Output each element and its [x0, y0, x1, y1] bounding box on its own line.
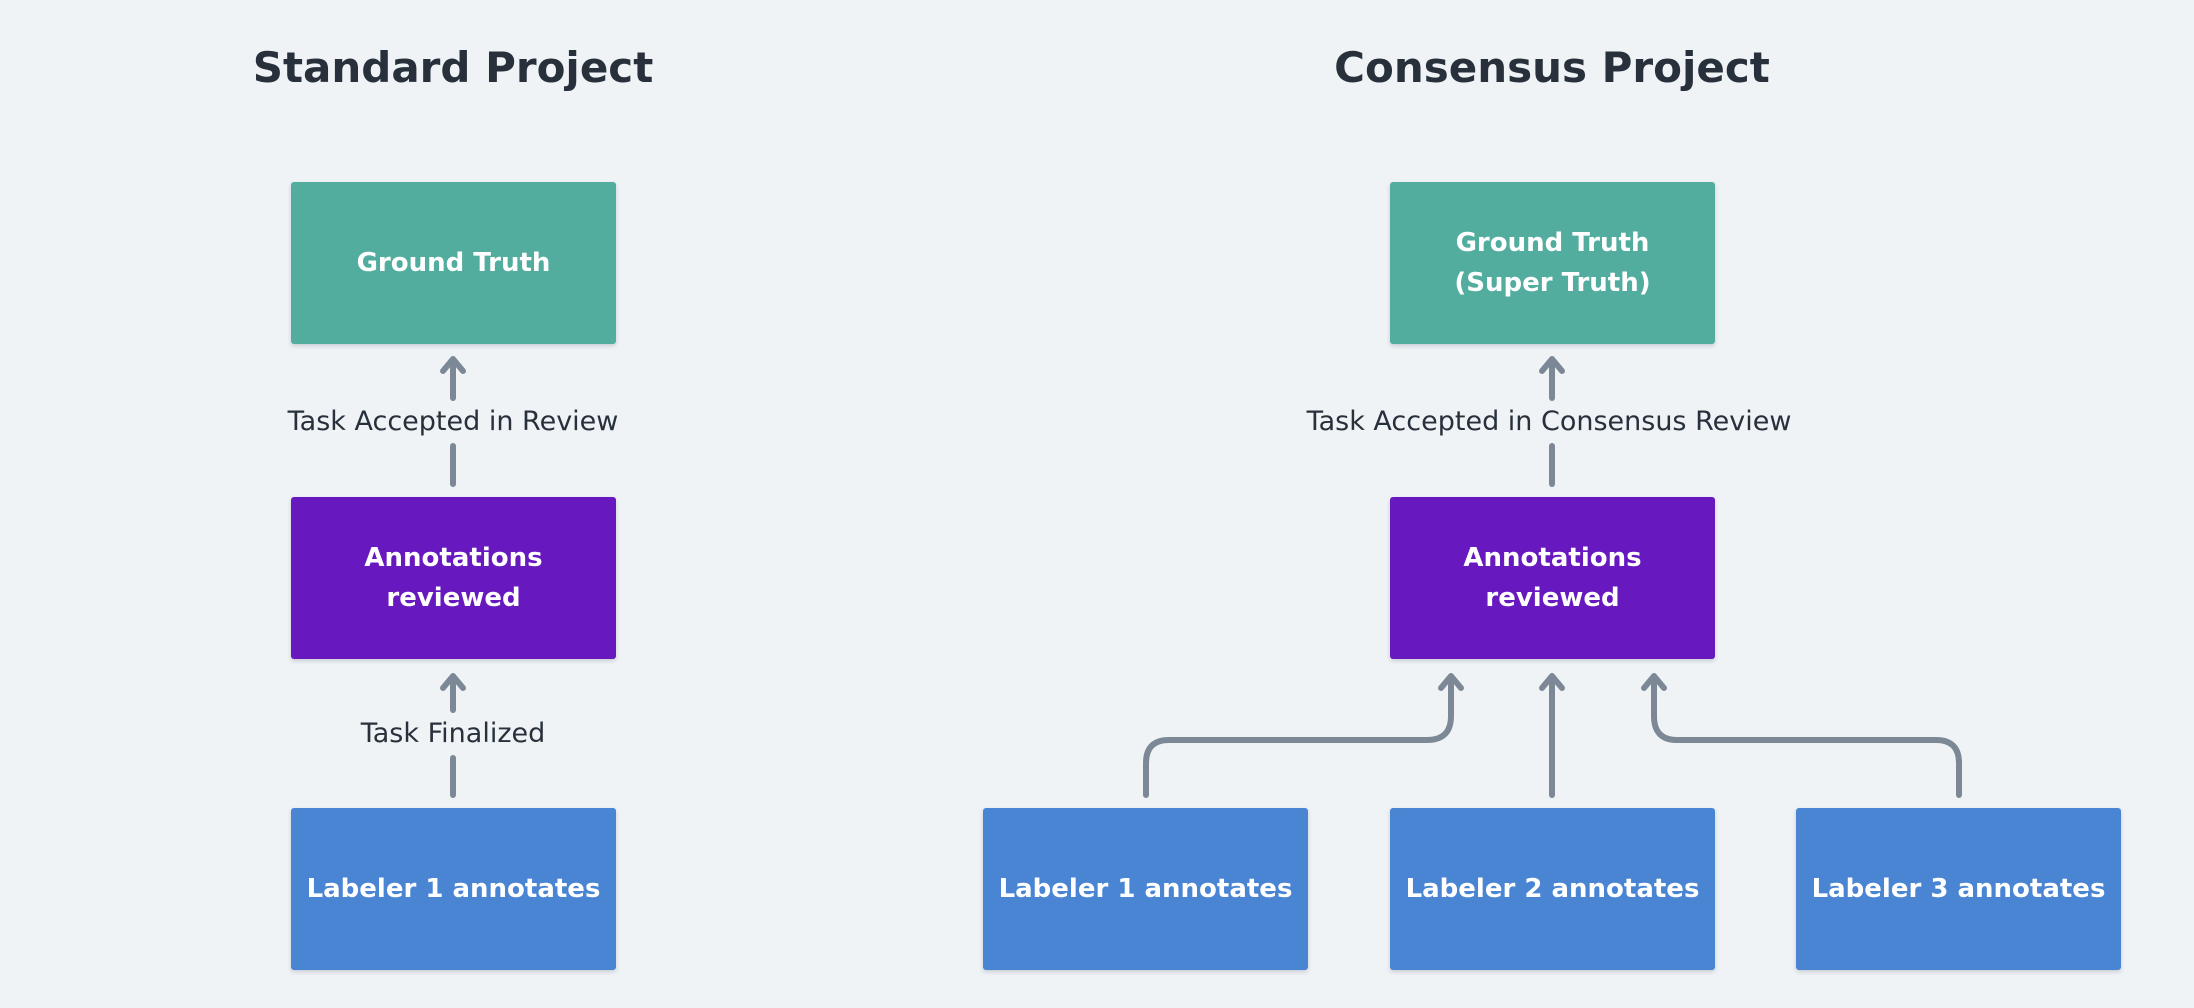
consensus-labeler-1-box: Labeler 1 annotates: [983, 808, 1308, 970]
consensus-ground-truth-box: Ground Truth (Super Truth): [1390, 182, 1715, 344]
standard-edge-label-review: Task Accepted in Review: [287, 406, 619, 437]
standard-project-title: Standard Project: [252, 43, 654, 92]
consensus-annotations-box: Annotations reviewed: [1390, 497, 1715, 659]
consensus-edge-label-review: Task Accepted in Consensus Review: [1306, 406, 1792, 437]
standard-labeler-1-box: Labeler 1 annotates: [291, 808, 616, 970]
standard-ground-truth-box: Ground Truth: [291, 182, 616, 344]
arrow-consensus-labeler3: [1651, 677, 1962, 798]
arrow-consensus-labeler2-head: [1539, 673, 1565, 691]
consensus-project-title: Consensus Project: [1334, 43, 1770, 92]
arrow-consensus-labeler3-head: [1641, 673, 1667, 691]
standard-edge-label-finalized: Task Finalized: [360, 718, 546, 749]
standard-annotations-box: Annotations reviewed: [291, 497, 616, 659]
consensus-labeler-2-box: Labeler 2 annotates: [1390, 808, 1715, 970]
arrow-consensus-labeler1-head: [1438, 673, 1464, 691]
arrow-consensus-labeler1: [1143, 677, 1454, 798]
arrow-standard-labeler-head: [440, 673, 466, 691]
consensus-labeler-3-box: Labeler 3 annotates: [1796, 808, 2121, 970]
arrow-standard-review-head: [440, 356, 466, 374]
arrow-consensus-review-head: [1539, 356, 1565, 374]
